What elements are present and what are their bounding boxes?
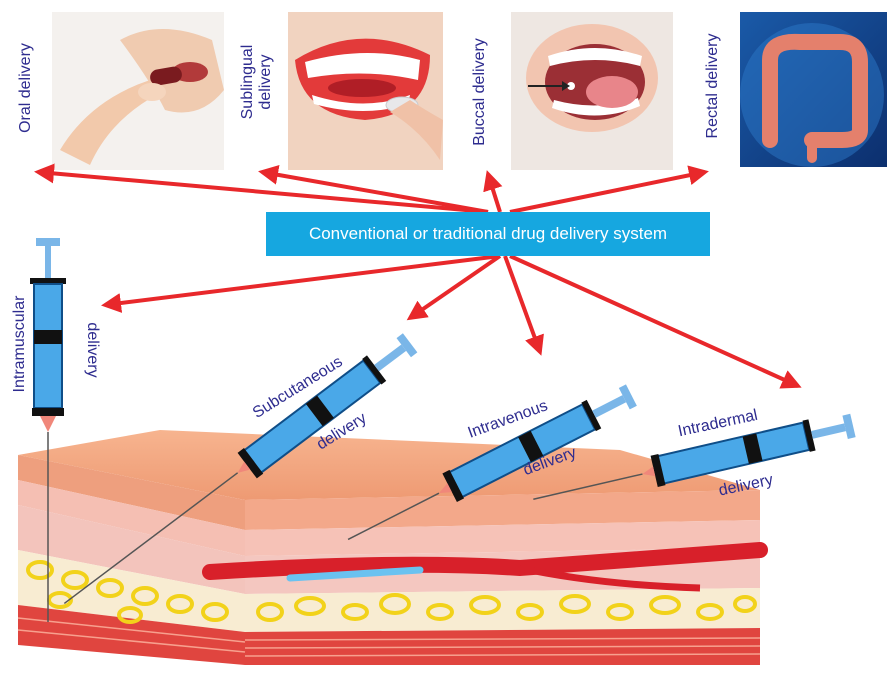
intramuscular-label-line2: delivery: [84, 322, 100, 377]
sublingual-delivery-image: [288, 12, 443, 170]
system-title-box: Conventional or traditional drug deliver…: [266, 212, 710, 256]
skin-cross-section: [18, 430, 760, 665]
arrows: [38, 172, 798, 386]
oral-delivery-label: Oral delivery: [18, 43, 34, 133]
system-title: Conventional or traditional drug deliver…: [309, 224, 667, 244]
rectal-delivery-label: Rectal delivery: [705, 34, 721, 139]
intramuscular-label-line1: Intramuscular: [12, 296, 28, 393]
sublingual-label-line1: Sublingual: [240, 45, 256, 120]
rectal-delivery-image: [740, 12, 887, 167]
sublingual-label-line2: delivery: [258, 54, 274, 109]
buccal-delivery-label: Buccal delivery: [472, 38, 488, 146]
oral-delivery-image: [52, 12, 224, 170]
buccal-delivery-image: [511, 12, 673, 170]
